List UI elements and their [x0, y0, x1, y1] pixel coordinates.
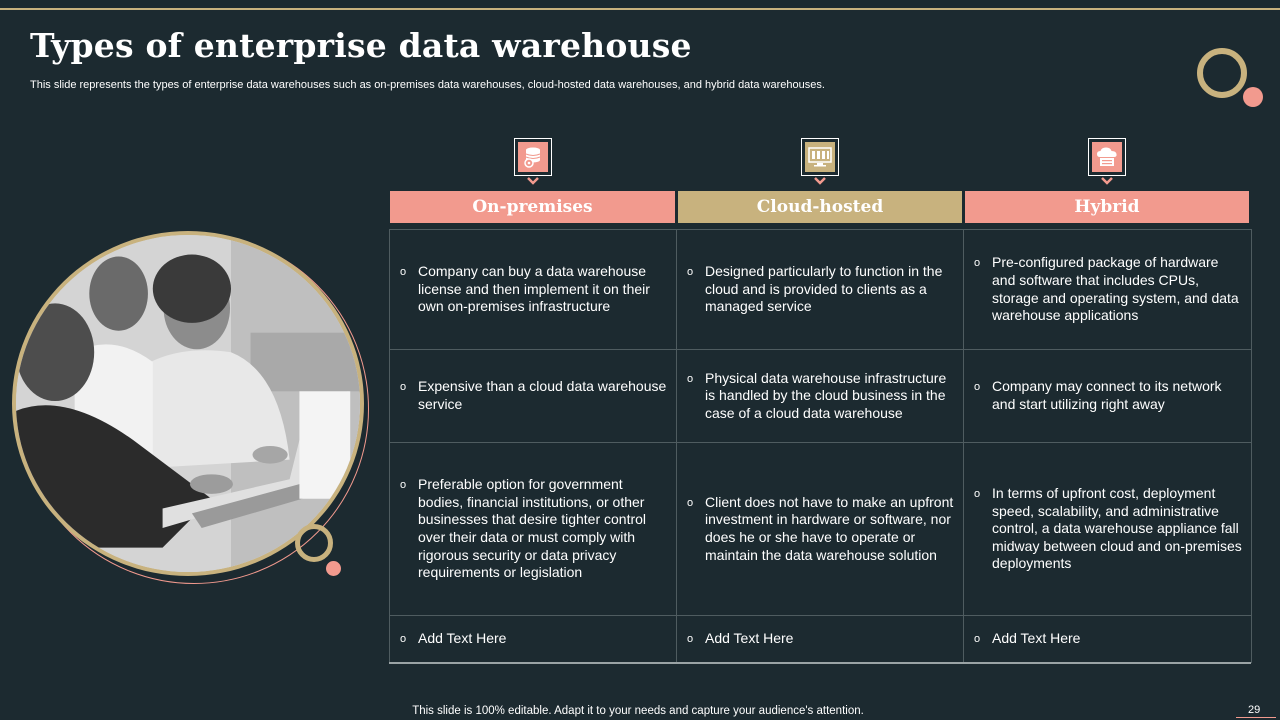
footer-text: This slide is 100% editable. Adapt it to…	[412, 705, 864, 717]
cell-text: Add Text Here	[705, 629, 794, 646]
server-monitor-icon	[801, 138, 839, 176]
header-hybrid: Hybrid	[965, 191, 1249, 223]
slide-subtitle: This slide represents the types of enter…	[30, 79, 825, 91]
bullet-icon: o	[974, 381, 981, 394]
slide-title: Types of enterprise data warehouse	[30, 26, 692, 65]
chevron-down-icon	[527, 177, 539, 185]
header-cloud-hosted: Cloud-hosted	[678, 191, 962, 223]
bullet-icon: o	[687, 632, 694, 645]
table-cell: o Physical data warehouse infrastructure …	[676, 349, 964, 443]
cell-text: Physical data warehouse infrastructure i…	[705, 369, 947, 421]
cell-text: Expensive than a cloud data warehouse se…	[418, 378, 667, 412]
cell-text: Company may connect to its network and s…	[992, 378, 1222, 412]
database-gear-icon	[514, 138, 552, 176]
table-bottom-rule	[389, 662, 1251, 664]
cell-text: Preferable option for government bodies,…	[418, 476, 647, 581]
slide-footer: This slide is 100% editable. Adapt it to…	[0, 705, 1280, 717]
chevron-down-icon	[1101, 177, 1113, 185]
table-cell: o Add Text Here	[963, 615, 1252, 663]
table-cell: o Designed particularly to function in th…	[676, 229, 964, 350]
table-cell: o Add Text Here	[389, 615, 677, 663]
bullet-icon: o	[974, 257, 981, 270]
cloud-server-icon	[1088, 138, 1126, 176]
bullet-icon: o	[687, 266, 694, 279]
bullet-icon: o	[400, 381, 407, 394]
decorative-dot	[1243, 87, 1263, 107]
cell-text: Pre-configured package of hardware and s…	[992, 254, 1239, 324]
decorative-dot-small	[326, 561, 341, 576]
table-cell: o Client does not have to make an upfront…	[676, 442, 964, 616]
bullet-icon: o	[974, 488, 981, 501]
table-cell: o Pre-configured package of hardware and …	[963, 229, 1252, 350]
decorative-ring-small	[295, 524, 333, 562]
bullet-icon: o	[687, 496, 694, 509]
table-row: o Company can buy a data warehouse licens…	[389, 229, 1252, 350]
chevron-down-icon	[814, 177, 826, 185]
bullet-icon: o	[974, 632, 981, 645]
decorative-ring	[1197, 48, 1247, 98]
comparison-table: o Company can buy a data warehouse licens…	[389, 229, 1252, 663]
bullet-icon: o	[687, 372, 694, 385]
table-row: o Add Text Here o Add Text Here o Add Text …	[389, 615, 1252, 663]
page-number-underline	[1236, 717, 1276, 718]
table-cell: o In terms of upfront cost, deployment sp…	[963, 442, 1252, 616]
table-cell: o Expensive than a cloud data warehouse s…	[389, 349, 677, 443]
top-rule	[0, 8, 1280, 10]
cell-text: In terms of upfront cost, deployment spe…	[992, 485, 1242, 572]
cell-text: Add Text Here	[418, 629, 507, 646]
table-row: o Preferable option for government bodies…	[389, 442, 1252, 616]
team-photo	[12, 231, 364, 576]
table-cell: o Preferable option for government bodies…	[389, 442, 677, 616]
table-row: o Expensive than a cloud data warehouse s…	[389, 349, 1252, 443]
table-cell: o Add Text Here	[676, 615, 964, 663]
cell-text: Company can buy a data warehouse license…	[418, 263, 650, 315]
table-cell: o Company may connect to its network and …	[963, 349, 1252, 443]
bullet-icon: o	[400, 632, 407, 645]
cell-text: Client does not have to make an upfront …	[705, 493, 954, 563]
bullet-icon: o	[400, 266, 407, 279]
cell-text: Designed particularly to function in the…	[705, 263, 943, 315]
header-on-premises: On-premises	[390, 191, 675, 223]
cell-text: Add Text Here	[992, 629, 1081, 646]
page-number: 29	[1248, 704, 1261, 716]
table-cell: o Company can buy a data warehouse licens…	[389, 229, 677, 350]
bullet-icon: o	[400, 479, 407, 492]
